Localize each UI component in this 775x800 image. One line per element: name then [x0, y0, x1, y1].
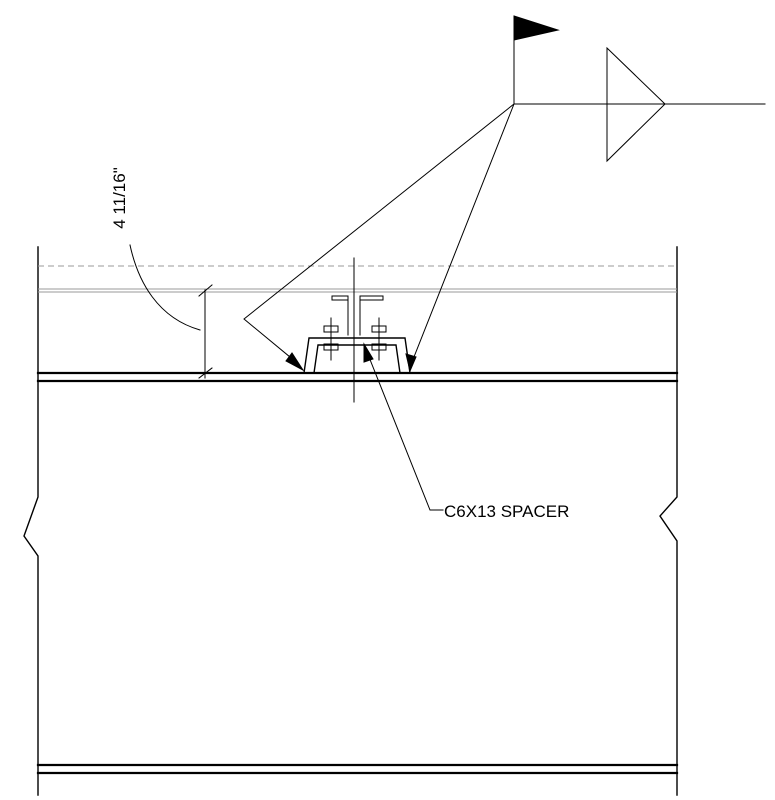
right-girder-edge [659, 246, 678, 796]
bolt-right [371, 317, 387, 361]
weld-triangle [606, 46, 666, 163]
tee-bracket [331, 295, 384, 336]
dimension-label: 4 11/16" [110, 167, 129, 229]
dimension-leader [129, 244, 201, 331]
bolt-left [323, 317, 339, 361]
weld-arrow-right [405, 103, 515, 373]
left-girder-edge [23, 246, 39, 796]
c-channel-spacer [303, 337, 411, 374]
spacer-label: C6X13 SPACER [444, 502, 569, 521]
field-weld-flag [513, 15, 560, 41]
dimension-line [198, 284, 213, 379]
spacer-leader [363, 342, 444, 511]
weld-arrow-left [243, 103, 515, 372]
weld-symbol [513, 15, 766, 163]
